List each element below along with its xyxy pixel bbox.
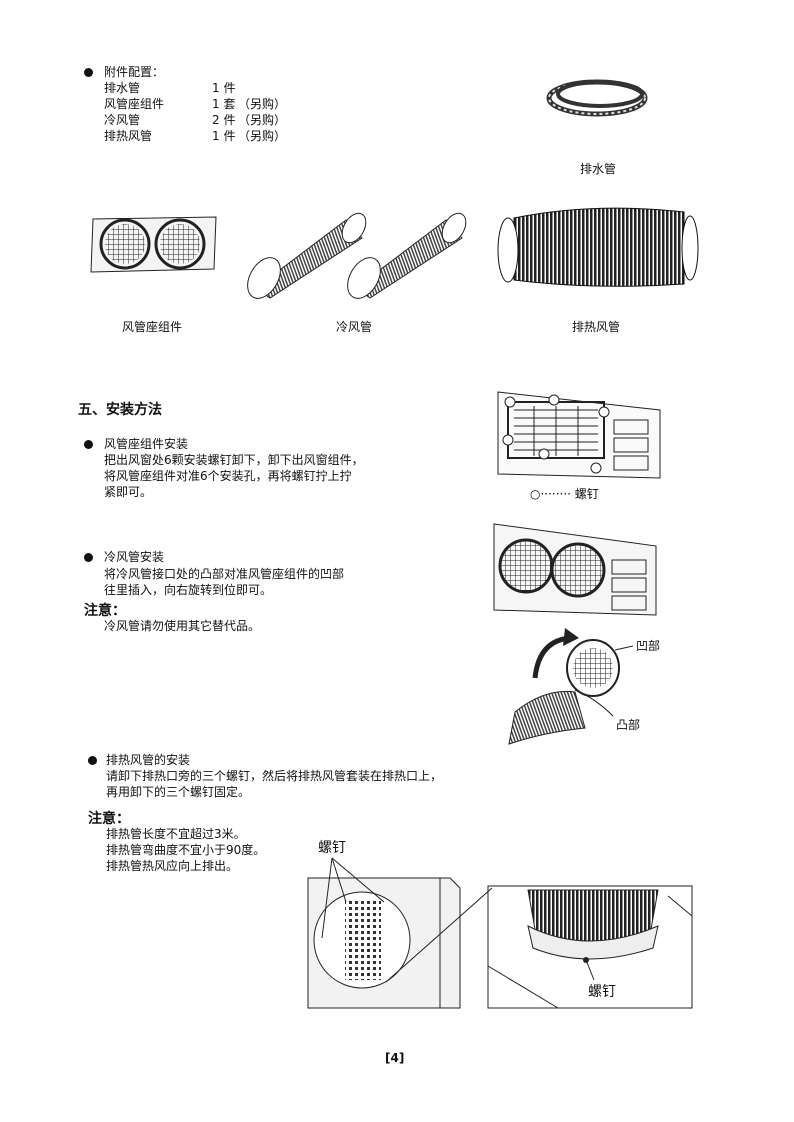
note-title: 注意： [88,811,130,827]
item-note: （另购） [238,97,287,111]
duct-seat-mounted-illustration [493,523,657,616]
exhaust-note-text: 排热管长度不宜超过3米。 [106,827,246,841]
item-note: （另购） [238,113,287,127]
item-qty: 2 件 [212,113,236,127]
cold-duct-rotate-illustration [508,628,634,745]
cold-install-text: 将冷风管接口处的凸部对准风管座组件的凹部 [104,567,345,581]
exhaust-note-text: 排热管热风应向上排出。 [106,859,239,873]
seat-install-title: 风管座组件安装 [104,437,189,451]
accessories-title: 附件配置： [104,65,165,79]
seat-install-text: 把出风窗处6颗安装螺钉卸下，卸下出风窗组件， [104,453,364,467]
exhaust-note-text: 排热管弯曲度不宜小于90度。 [106,843,266,857]
cold-install-title: 冷风管安装 [104,550,165,564]
item-qty: 1 件 [212,129,236,143]
caption-drain-hose: 排水管 [580,162,617,176]
screw-label-closeup: 螺钉 [588,984,616,1000]
exhaust-duct-illustration [497,207,699,287]
outlet-window-screws-illustration [497,391,661,479]
screw-label: 螺钉 [318,840,346,856]
cold-install-text: 往里插入，向右旋转到位即可。 [104,583,273,597]
screw-legend: ○········ 螺钉 [530,487,599,501]
exhaust-install-title: 排热风管的安装 [106,753,191,767]
duct-seat-illustration [90,216,217,273]
exhaust-install-text: 再用卸下的三个螺钉固定。 [106,785,251,799]
item-qty: 1 件 [212,81,236,95]
caption-cold-duct: 冷风管 [336,320,373,334]
caption-exhaust-duct: 排热风管 [572,320,621,334]
seat-install-text: 紧即可。 [104,485,153,499]
exhaust-install-text: 请卸下排热口旁的三个螺钉，然后将排热风管套装在排热口上， [106,769,443,783]
item-name: 冷风管 [104,113,141,127]
caption-duct-seat: 风管座组件 [122,320,183,334]
item-name: 排热风管 [104,129,153,143]
exhaust-connection-closeup [487,885,693,1009]
note-title: 注意： [84,603,126,619]
bullet [84,68,93,77]
unit-back-exhaust-illustration [307,857,461,1009]
label-convex: 凸部 [616,718,641,732]
bullet [84,553,93,562]
drain-hose-illustration [546,79,648,117]
section-heading: 五、安装方法 [78,402,162,418]
cold-duct-illustration [247,212,467,299]
page-number: [4] [385,1051,405,1065]
bullet [88,756,97,765]
seat-install-text: 将风管座组件对准6个安装孔，再将螺钉拧上拧 [104,469,352,483]
bullet [84,440,93,449]
callout-line [385,887,493,983]
item-name: 风管座组件 [104,97,165,111]
item-note: （另购） [238,129,287,143]
item-name: 排水管 [104,81,141,95]
item-qty: 1 套 [212,97,236,111]
label-concave: 凹部 [636,639,661,653]
cold-note-text: 冷风管请勿使用其它替代品。 [104,619,261,633]
